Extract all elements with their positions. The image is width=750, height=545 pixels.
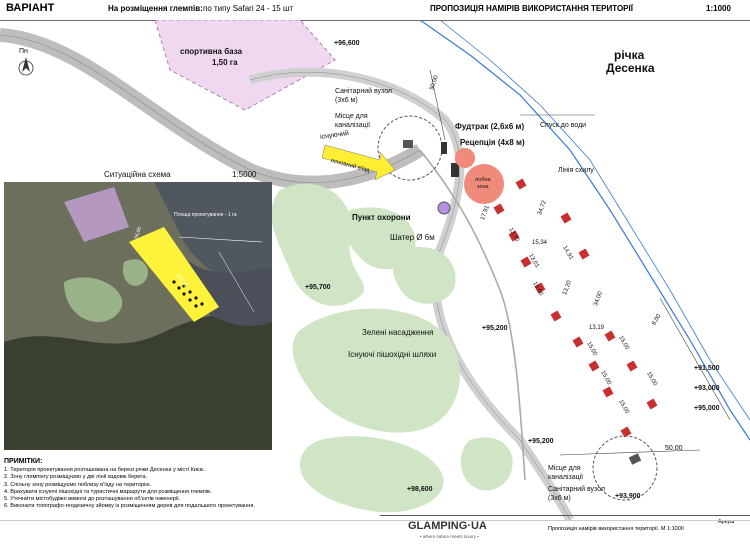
sanitary-bottom-label-1: Санітарний вузол [548, 486, 606, 493]
sanitary-top-label-1: Санітарний вузол [335, 88, 393, 95]
sewer-bottom-label-2: каналізації [548, 474, 584, 481]
river-label-1: річка [614, 48, 645, 62]
foodtruck [441, 142, 447, 154]
entry-arrow [321, 144, 396, 181]
sport-base-label: спортивна база [180, 47, 243, 56]
caption: Пропозиція намірів використання територі… [548, 526, 684, 532]
green-zone [460, 437, 513, 491]
lounge-label-1: лобна [475, 177, 491, 183]
sanitary-building [628, 453, 642, 465]
sanitary-bottom-label-2: (3х6 м) [548, 495, 571, 502]
placement-label: На розміщення глемпів: [108, 4, 203, 13]
sport-base-area [64, 187, 129, 242]
north-arrow-icon [18, 57, 34, 76]
sewer-top-label-2: каналізації [335, 122, 371, 129]
green-zone [271, 183, 365, 306]
sport-base-area [154, 20, 336, 111]
tent [437, 201, 451, 215]
project-glamps [172, 280, 204, 308]
situation-title: Ситуаційна схема [104, 170, 171, 179]
tent-label: Шатер Ø 6м [390, 233, 435, 242]
descent-label: Спуск до води [540, 122, 587, 129]
river-label-2: Десенка [606, 61, 655, 75]
dimension-label: 15,34 [532, 240, 548, 246]
green-zone [300, 436, 444, 513]
glamp-row-1 [493, 203, 632, 438]
note-item: 5. Уточнити містобудівні вимоги до розта… [4, 496, 181, 503]
site-plan [0, 20, 750, 520]
elevation-mark: +96,600 [334, 40, 360, 47]
elevation-mark: +95,200 [528, 438, 554, 445]
brand-tagline: • where nature meets luxury • [420, 534, 479, 539]
divider [0, 520, 750, 521]
notes-title: ПРИМІТКИ: [4, 458, 43, 465]
reception-building [451, 163, 459, 177]
elevation-mark: +93,900 [615, 493, 641, 500]
green-zone [292, 308, 460, 433]
sanitary-building [403, 140, 413, 148]
placement-value: по типу Safari 24 - 15 шт [203, 4, 294, 13]
note-item: 3. Спільну зону розміщуємо поблизу в'їзд… [4, 481, 152, 488]
elevation-mark: +93,000 [694, 385, 720, 392]
sheet-title: ПРОПОЗИЦІЯ НАМІРІВ ВИКОРИСТАННЯ ТЕРИТОРІ… [430, 4, 633, 13]
title-block: GLAMPING·UA • where nature meets luxury … [380, 515, 750, 545]
dimension-label: 13,19 [589, 325, 605, 331]
lounge-label-2: зона [477, 184, 489, 190]
note-item: 1. Територія проектування розташована на… [4, 467, 206, 474]
security-label: Пункт охорони [352, 213, 411, 222]
note-item: 2. Зону глемпінгу розміщуємо у дві лінії… [4, 474, 147, 481]
dimension-label: 50,00 [665, 445, 683, 452]
sewer-bottom-label-1: Місце для [548, 465, 581, 472]
situation-scheme-panel: Ситуаційна схема 1:5000 Площа проектуван… [4, 170, 274, 450]
sheet-scale: 1:1000 [706, 4, 731, 13]
north-label: Пн [19, 48, 28, 55]
foodtruck-label: Фудтрак (2,6х6 м) [455, 122, 525, 131]
situation-map [4, 182, 272, 450]
variant-label: ВАРІАНТ [6, 2, 55, 14]
sport-base-area-label: 1,50 га [212, 58, 238, 67]
notes-block: ПРИМІТКИ: 1. Територія проектування розт… [4, 458, 274, 510]
elevation-mark: +95,700 [305, 284, 331, 291]
elevation-mark: +95,000 [694, 405, 720, 412]
reception-zone [455, 148, 475, 168]
sheet-label: Аркуш [718, 519, 735, 525]
note-item: 4. Врахувати існуючі пішохідні та турист… [4, 488, 212, 495]
green-zone [392, 246, 456, 304]
elevation-mark: +91,500 [694, 365, 720, 372]
note-item: 6. Виконати топографо-геодезичну зйомку … [4, 503, 255, 510]
title-bar: ВАРІАНТ На розміщення глемпів: по типу S… [0, 0, 750, 21]
lounge-zone [464, 164, 504, 204]
slope-line-label: Лінія схилу [558, 167, 594, 174]
river-bank [419, 20, 750, 441]
elevation-mark: +98,600 [407, 486, 433, 493]
glamp-row-2 [515, 178, 658, 410]
sanitary-top-label-2: (3х6 м) [335, 97, 358, 104]
situation-scale: 1:5000 [232, 170, 257, 179]
paths-label: Існуючі пішохідні шляхи [348, 350, 437, 359]
reception-label: Рецепція (4х8 м) [460, 138, 525, 147]
green-label: Зелені насадження [362, 328, 434, 337]
brand-logo: GLAMPING·UA [408, 520, 487, 532]
sewer-top-label-1: Місце для [335, 113, 368, 120]
elevation-mark: +95,200 [482, 325, 508, 332]
situation-area-label: Площа проектування - 1 га [174, 212, 237, 218]
